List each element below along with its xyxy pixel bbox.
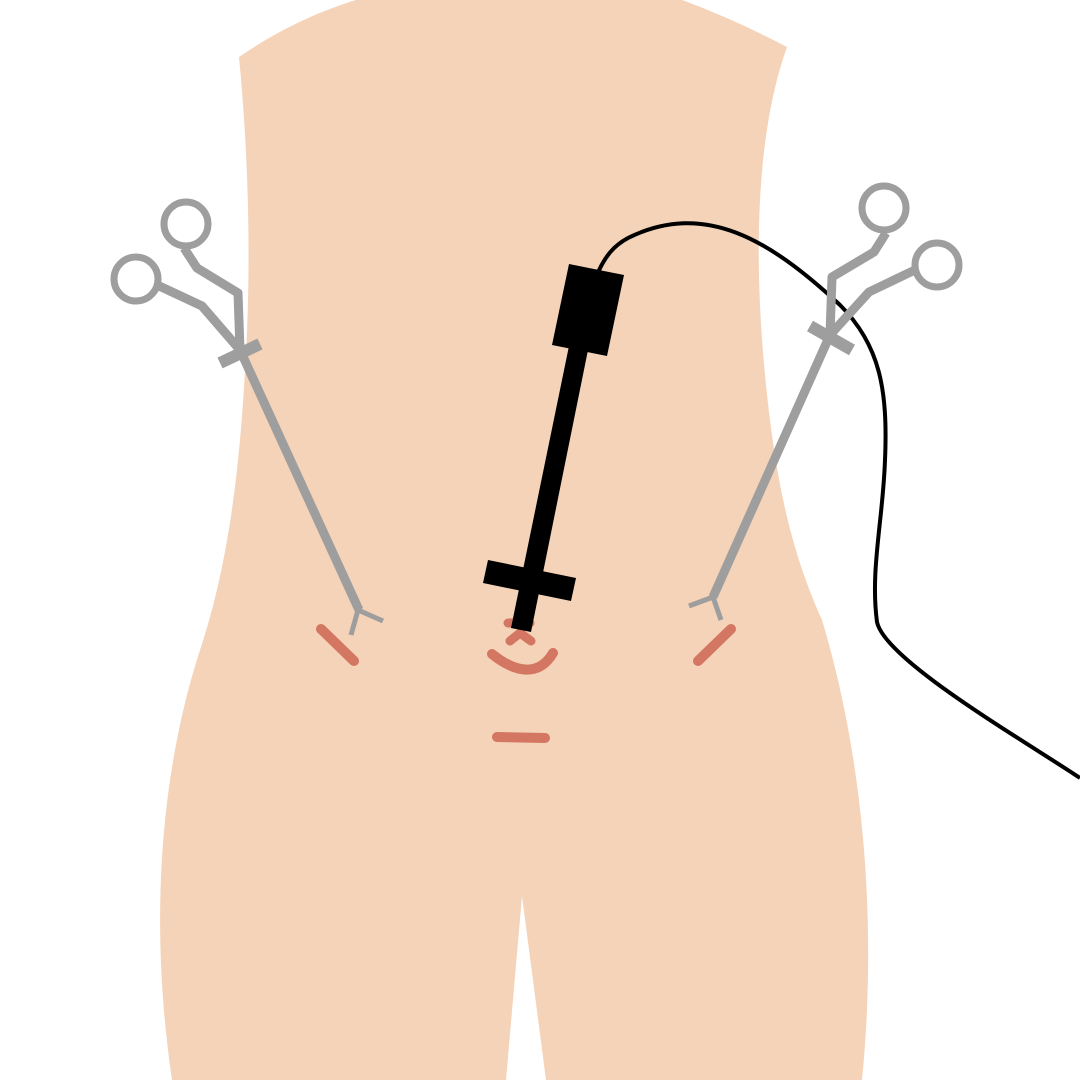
left-grasper [110,198,385,636]
left-grasper-jaws [348,607,385,636]
right-grasper-shaft [708,333,835,599]
central-laparoscope [483,264,624,632]
right-grasper-crossbar [807,320,855,356]
right-grasper-jaws [688,594,724,621]
left-grasper-crossbar [217,338,263,369]
laparoscope-port-crossbar [483,560,576,601]
left-grasper-shaft [235,348,364,612]
left-grasper-handle [153,245,245,353]
incisions [316,618,736,743]
laparoscope-shaft [511,346,588,632]
left-grasper-finger-ring-upper [160,198,212,250]
suprapubic-incision [492,732,550,743]
right-grasper-finger-ring-lower [911,239,963,291]
right-grasper [688,182,963,621]
left-port-incision [316,624,359,666]
camera-cable [594,221,1080,780]
right-port-incision [693,624,736,666]
right-grasper-finger-ring-upper [858,182,910,234]
laparoscope-camera-head [552,264,624,356]
right-grasper-handle [825,230,919,339]
left-grasper-finger-ring-lower [110,253,162,305]
torso-silhouette [160,0,869,1080]
